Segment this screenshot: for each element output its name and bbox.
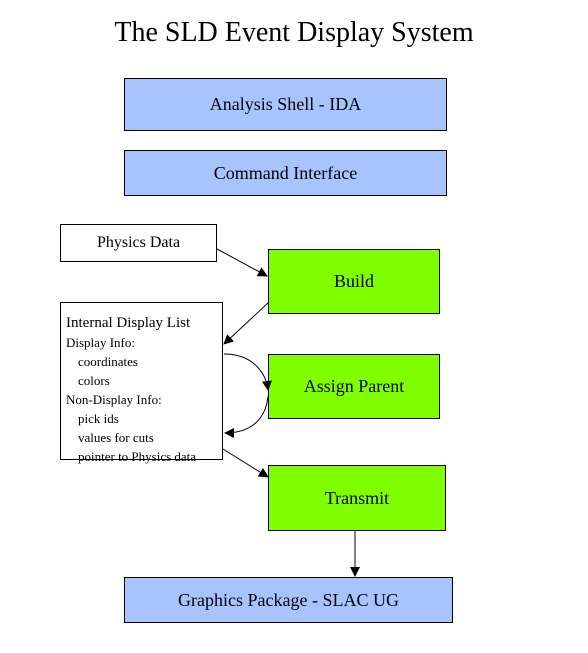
graphics-package-box: Graphics Package - SLAC UG xyxy=(124,577,453,623)
non-display-info-label: Non-Display Info: xyxy=(66,392,162,407)
analysis-shell-box: Analysis Shell - IDA xyxy=(124,78,447,131)
physics-data-box: Physics Data xyxy=(60,224,217,262)
non-display-info-item: pointer to Physics data xyxy=(78,449,197,464)
arrow-physics-to-build xyxy=(216,248,268,277)
display-list-heading: Internal Display List xyxy=(66,315,191,331)
arrow-build-to-display-list xyxy=(223,301,270,345)
non-display-info-item: values for cuts xyxy=(78,430,154,445)
build-box: Build xyxy=(268,249,440,314)
transmit-box: Transmit xyxy=(268,465,446,531)
display-info-label: Display Info: xyxy=(66,335,135,350)
display-info-item: colors xyxy=(78,373,110,388)
non-display-info-item: pick ids xyxy=(78,411,119,426)
internal-display-list-box: Internal Display List Display Info: coor… xyxy=(60,302,223,464)
arrow-display-list-to-assign-parent xyxy=(223,353,272,391)
arrow-assign-parent-to-display-list xyxy=(224,395,269,438)
arrow-display-list-to-transmit xyxy=(222,448,269,478)
display-info-item: coordinates xyxy=(78,354,138,369)
page-title: The SLD Event Display System xyxy=(114,17,474,48)
assign-parent-box: Assign Parent xyxy=(268,354,440,419)
command-interface-box: Command Interface xyxy=(124,150,447,196)
